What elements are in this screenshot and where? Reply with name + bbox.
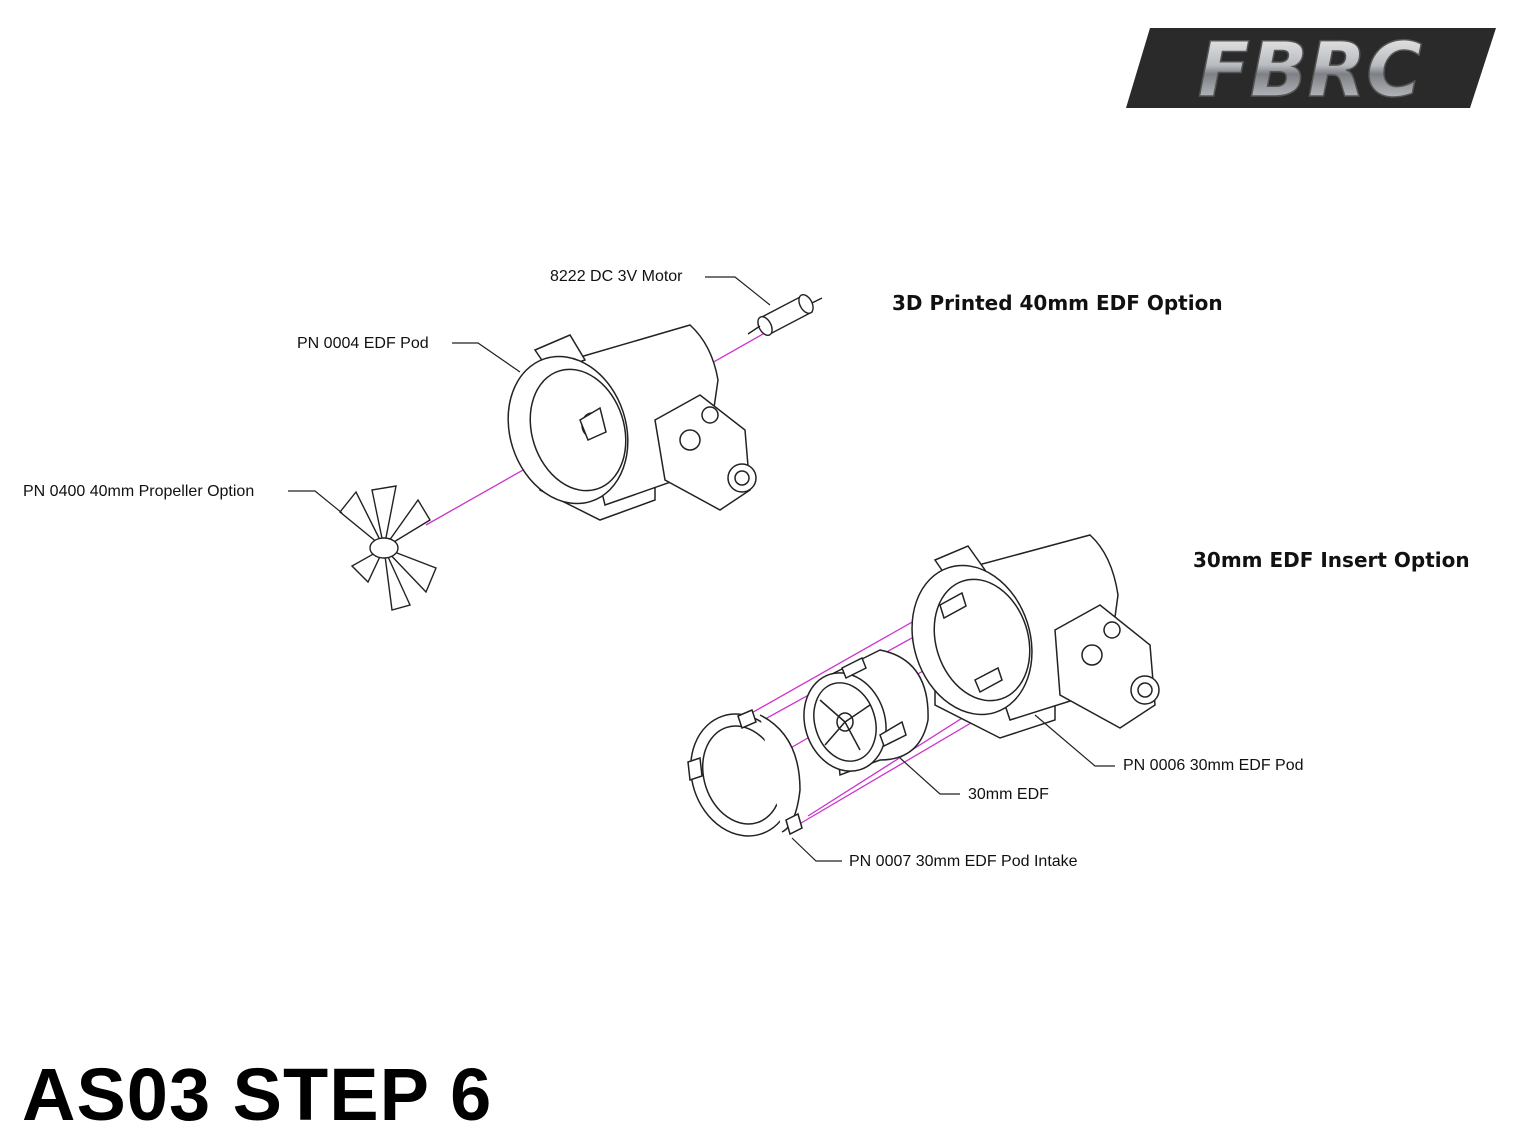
callout-propeller: PN 0400 40mm Propeller Option <box>23 483 255 500</box>
callout-motor: 8222 DC 3V Motor <box>550 268 683 285</box>
edf-pod-0006-part <box>911 534 1160 739</box>
edf-pod-0004-part <box>507 324 757 521</box>
callout-intake-0007: PN 0007 30mm EDF Pod Intake <box>849 853 1078 870</box>
option-title-insert: 30mm EDF Insert Option <box>1193 548 1470 572</box>
fbrc-logo-graphic: FBRC <box>1126 24 1496 115</box>
edf-30mm-part <box>803 649 929 777</box>
pod-intake-0007-part <box>687 708 803 837</box>
propeller-0400-part <box>339 485 437 611</box>
step-title: AS03 STEP 6 <box>22 1053 493 1136</box>
callout-pod-0006: PN 0006 30mm EDF Pod <box>1123 757 1304 774</box>
dc-motor-part <box>747 294 823 336</box>
logo-text: FBRC <box>1198 25 1422 114</box>
leader-lines <box>288 276 1115 862</box>
option-title-printed: 3D Printed 40mm EDF Option <box>892 291 1223 315</box>
fbrc-logo: FBRC <box>1120 22 1500 115</box>
callout-pod-0004: PN 0004 EDF Pod <box>297 335 429 352</box>
callout-edf-30: 30mm EDF <box>968 786 1049 803</box>
